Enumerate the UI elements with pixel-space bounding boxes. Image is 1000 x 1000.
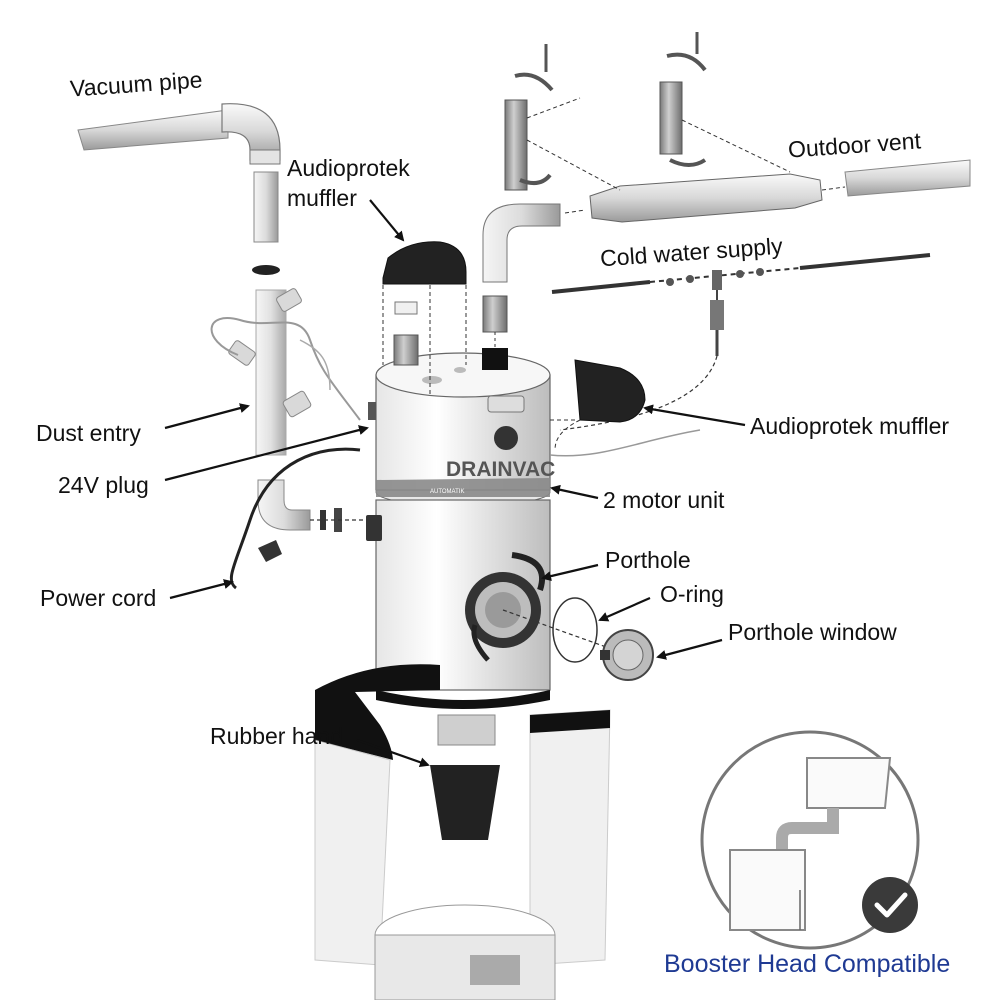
power-cord — [229, 447, 361, 590]
checkmark-circle-icon — [862, 877, 918, 933]
checkmark-icon — [874, 892, 908, 918]
audioprotek-muffler-side — [549, 359, 701, 457]
label-audioprotek-muffler-top: Audioprotek muffler — [287, 155, 410, 211]
label-rubber-hand: Rubber hand — [210, 723, 343, 749]
booster-head-badge — [700, 730, 920, 950]
cold-water-supply-line — [551, 253, 931, 431]
label-o-ring: O-ring — [660, 581, 724, 607]
collection-bag — [314, 664, 611, 1000]
label-arrows — [164, 199, 746, 768]
rubber-hand — [430, 714, 500, 840]
vacuum-pipe — [77, 103, 281, 275]
label-porthole: Porthole — [605, 547, 691, 573]
audioprotek-muffler-top — [382, 241, 467, 395]
label-dust-entry: Dust entry — [36, 420, 141, 446]
dust-entry-fitting — [210, 288, 368, 532]
label-24v-plug: 24V plug — [58, 472, 149, 498]
label-porthole-window: Porthole window — [728, 619, 897, 645]
brand-logo: DRAINVAC — [446, 458, 555, 481]
label-power-cord: Power cord — [40, 585, 157, 611]
outdoor-vent-assembly — [504, 32, 971, 223]
booster-head-compatible-text: Booster Head Compatible — [664, 950, 951, 978]
porthole-window — [600, 629, 654, 681]
exhaust-elbow — [482, 203, 561, 370]
label-motor-unit: 2 motor unit — [603, 487, 725, 513]
o-ring — [552, 597, 598, 663]
model-label: AUTOMATIK — [430, 489, 464, 495]
motor-unit: AUTOMATIK DRAINVAC — [366, 352, 621, 709]
label-audioprotek-muffler-side: Audioprotek muffler — [750, 413, 950, 439]
